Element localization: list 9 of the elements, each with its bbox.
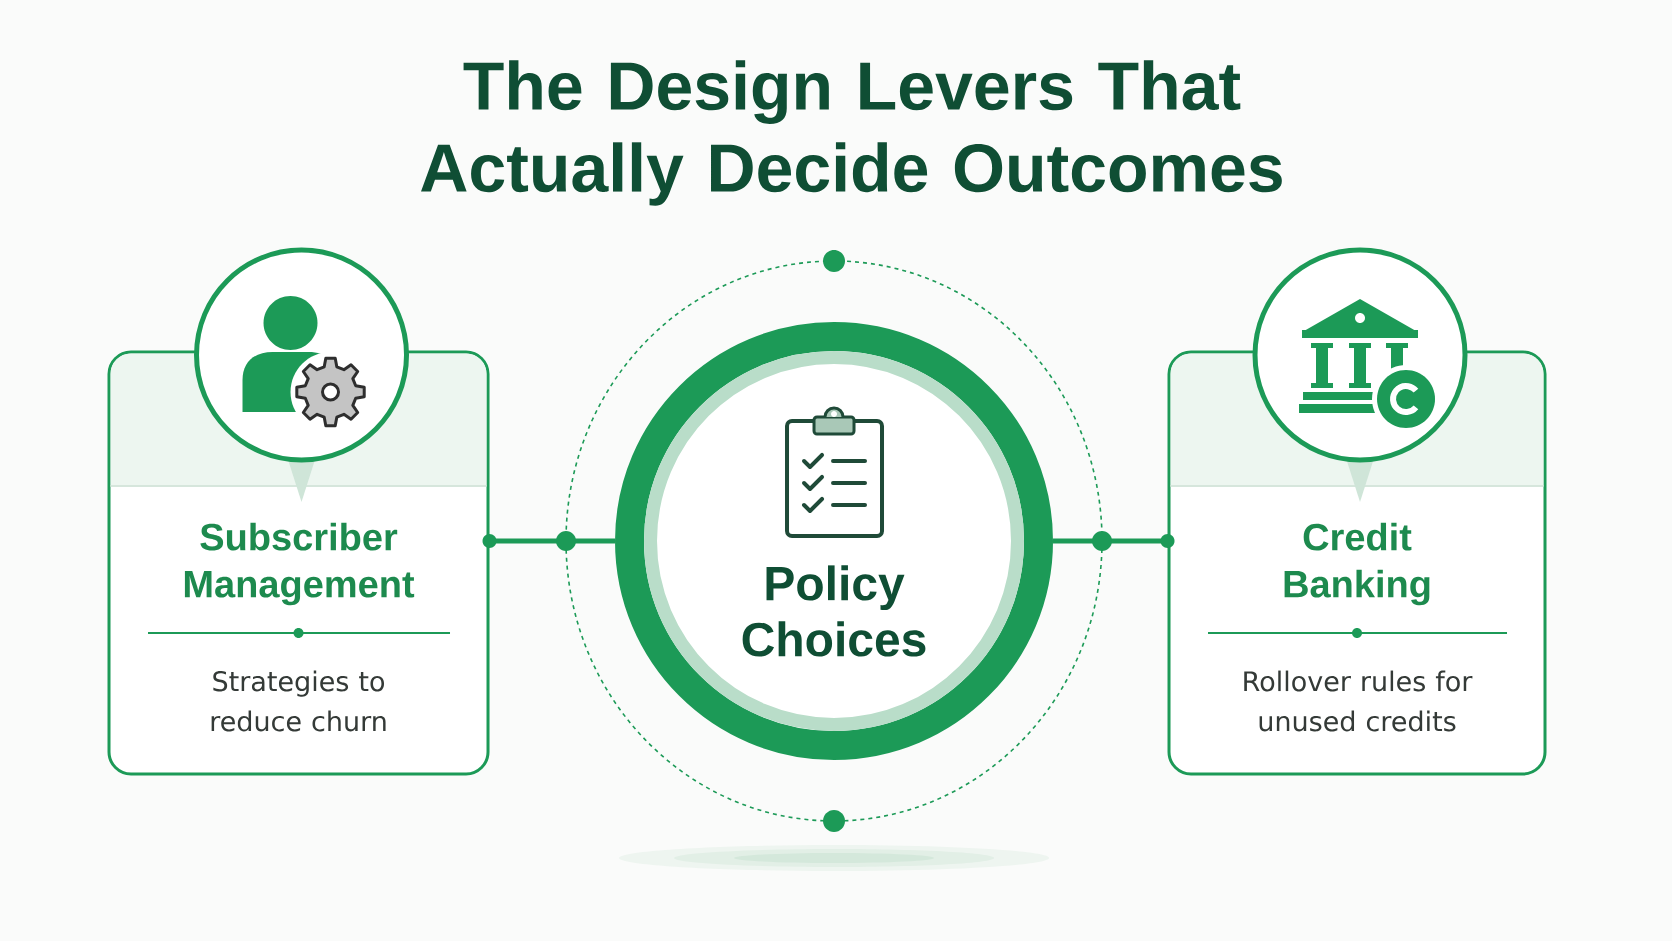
hub-title: Policy Choices bbox=[742, 565, 926, 657]
title: The Design Levers That Actually Decide Outcomes bbox=[421, 60, 1282, 206]
card-title: Credit Banking bbox=[1284, 522, 1430, 606]
card-text: Strategies to reduce churn bbox=[211, 670, 386, 732]
connector-line bbox=[1053, 534, 1175, 548]
hub-circle bbox=[615, 322, 1053, 760]
card-title: Subscriber Management bbox=[184, 522, 415, 606]
card-text: Rollover rules for unused credits bbox=[1244, 670, 1473, 732]
connector-line bbox=[482, 534, 615, 548]
